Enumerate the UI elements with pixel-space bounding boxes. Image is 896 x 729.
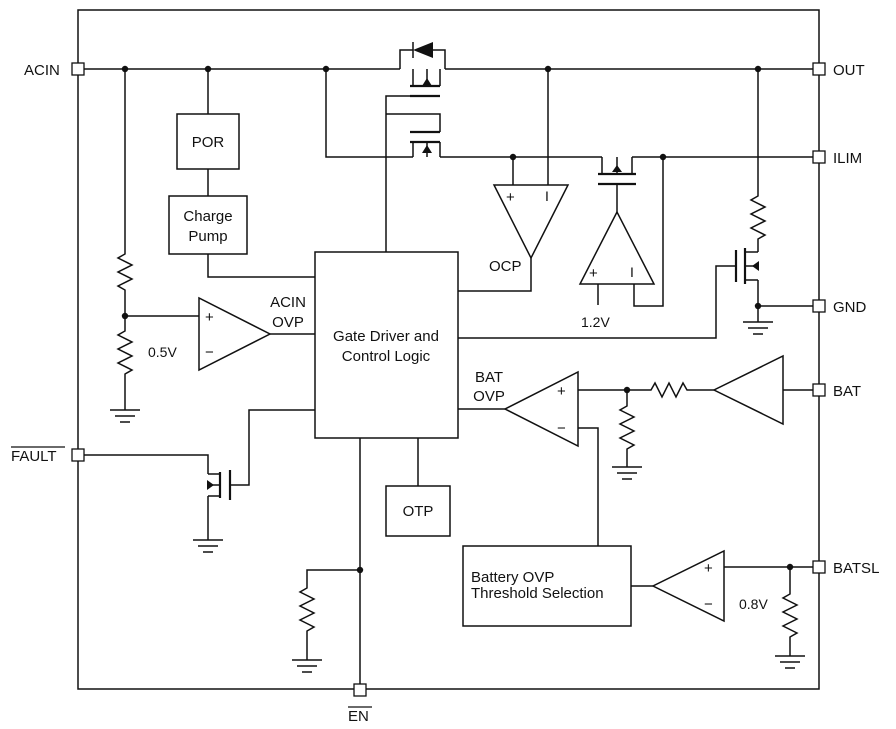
current-limit-amp — [578, 210, 656, 305]
charge-pump-label-2: Pump — [188, 228, 227, 245]
pin-fault — [71, 448, 85, 462]
ref-12v-label: 1.2V — [581, 314, 610, 330]
ocp-minus: I — [545, 188, 549, 204]
bat-ovp-label-2: OVP — [473, 388, 505, 405]
pin-batsl — [812, 560, 826, 574]
acin-rail — [84, 65, 813, 73]
reverse-blocking-mosfet — [385, 42, 446, 114]
acin-ovp-minus: − — [205, 344, 214, 361]
ref-08v-label: 0.8V — [739, 596, 768, 612]
pin-ilim — [812, 150, 826, 164]
ilim-net — [598, 153, 813, 307]
otp-chain — [385, 438, 451, 537]
pin-label-acin: ACIN — [24, 62, 60, 79]
gate-driver-label-1: Gate Driver and — [333, 328, 439, 345]
acin-divider — [110, 69, 199, 423]
ilim-mosfet — [458, 69, 813, 339]
gate-driver-block — [314, 251, 459, 439]
limit-amp-minus: I — [630, 264, 634, 280]
pin-label-batsl: BATSL — [833, 560, 879, 577]
bat-ovp-minus: − — [557, 420, 566, 437]
limit-amp-plus: + — [589, 265, 598, 282]
pin-label-gnd: GND — [833, 299, 867, 316]
pin-en — [353, 683, 367, 697]
chip-outline — [77, 9, 820, 690]
battery-ovp-label-1: Battery OVP — [471, 569, 554, 586]
pin-label-bat: BAT — [833, 383, 861, 400]
acin-ovp-plus: + — [205, 309, 214, 326]
otp-label: OTP — [403, 503, 434, 520]
batsl-plus: + — [704, 560, 713, 577]
por-label: POR — [192, 134, 225, 151]
ref-05v-label: 0.5V — [148, 344, 177, 360]
battery-ovp-label-2: Threshold Selection — [471, 585, 604, 602]
acin-ovp-label-2: OVP — [272, 314, 304, 331]
bat-ovp-comparator — [458, 354, 813, 546]
ocp-label: OCP — [489, 258, 522, 275]
pin-acin — [71, 62, 85, 76]
battery-ovp-block — [462, 545, 632, 627]
fault-mosfet — [84, 409, 315, 553]
en-net — [292, 438, 364, 684]
ocp-plus: + — [506, 189, 515, 206]
acin-ovp-label-1: ACIN — [270, 294, 306, 311]
bat-ovp-plus: + — [557, 383, 566, 400]
acin-ovp-comparator — [198, 296, 315, 372]
pin-label-fault: FAULT — [11, 448, 57, 465]
ocp-comparator — [458, 69, 570, 292]
pin-label-en: EN — [348, 708, 369, 725]
pin-gnd — [812, 299, 826, 313]
gate-driver-label-2: Control Logic — [342, 348, 431, 365]
sense-mosfet — [325, 69, 602, 252]
bat-ovp-label-1: BAT — [475, 369, 503, 386]
charge-pump-label-1: Charge — [183, 208, 232, 225]
batsl-minus: − — [704, 596, 713, 613]
pin-out — [812, 62, 826, 76]
pin-label-ilim: ILIM — [833, 150, 862, 167]
batsl-comparator — [631, 549, 813, 669]
pin-bat — [812, 383, 826, 397]
por-chain — [168, 69, 315, 278]
pin-label-out: OUT — [833, 62, 865, 79]
